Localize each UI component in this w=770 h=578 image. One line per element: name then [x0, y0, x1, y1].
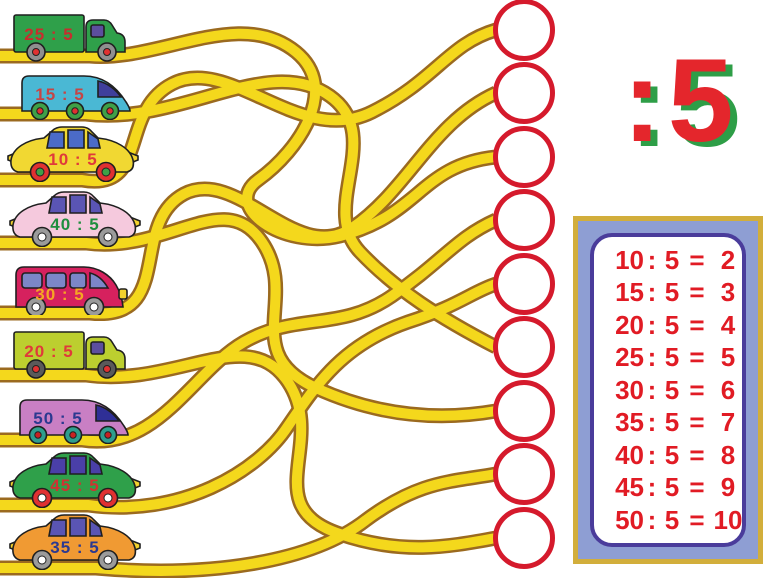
bus-window [21, 272, 43, 289]
table-row: 40:5=8 [615, 439, 736, 470]
windshield [89, 518, 103, 537]
vehicle-35-5[interactable]: 35 : 5 [8, 510, 142, 570]
headlight [118, 288, 128, 300]
vehicle-15-5[interactable]: 15 : 5 [18, 66, 134, 120]
vehicle-label: 40 : 5 [50, 215, 99, 234]
car-window [46, 131, 65, 149]
car-window [48, 457, 67, 475]
car-window [69, 517, 87, 537]
bus-window [45, 272, 67, 289]
page-title: :5 [583, 42, 770, 160]
table-row: 45:5=9 [615, 472, 736, 502]
table-row: 25:5=5 [615, 342, 736, 372]
answer-circle-7[interactable] [493, 380, 555, 442]
reference-table: 10:5=2 15:5=3 20:5=4 25:5=5 30:5=6 35:5=… [573, 216, 763, 564]
car-window [48, 519, 67, 537]
vehicle-label: 45 : 5 [50, 476, 99, 495]
table-row: 10:5=2 [615, 244, 736, 275]
car-window [67, 129, 85, 149]
vehicle-label: 25 : 5 [24, 25, 73, 44]
vehicle-50-5[interactable]: 50 : 5 [16, 390, 132, 444]
truck-window [90, 341, 105, 355]
bus-window [89, 271, 110, 289]
reference-table-inner: 10:5=2 15:5=3 20:5=4 25:5=5 30:5=6 35:5=… [590, 233, 746, 547]
vehicle-label: 15 : 5 [35, 85, 84, 104]
vehicle-30-5[interactable]: 30 : 5 [10, 259, 130, 315]
truck-window [97, 80, 123, 98]
answer-circle-4[interactable] [493, 189, 555, 251]
vehicle-45-5[interactable]: 45 : 5 [8, 448, 142, 508]
table-row: 20:5=4 [615, 309, 736, 340]
truck-window [95, 404, 121, 422]
answer-circle-6[interactable] [493, 316, 555, 378]
truck-window [90, 24, 105, 38]
vehicle-label: 20 : 5 [24, 342, 73, 361]
title-colon: : [622, 35, 668, 167]
table-row: 15:5=3 [615, 277, 736, 307]
vehicle-label: 50 : 5 [33, 409, 82, 428]
windshield [87, 130, 101, 149]
car-window [48, 196, 67, 214]
car-window [69, 455, 87, 475]
title-number: 5 [667, 35, 734, 167]
answer-circle-8[interactable] [493, 443, 555, 505]
vehicle-label: 10 : 5 [48, 150, 97, 169]
windshield [89, 456, 103, 475]
vehicle-label: 35 : 5 [50, 538, 99, 557]
answer-circle-5[interactable] [493, 253, 555, 315]
answer-circle-3[interactable] [493, 126, 555, 188]
bus-window [69, 272, 87, 289]
answer-circle-2[interactable] [493, 62, 555, 124]
vehicle-label: 30 : 5 [35, 285, 84, 304]
windshield [89, 195, 103, 214]
table-row: 50:5=10 [615, 504, 743, 535]
car-window [69, 194, 87, 214]
table-row: 35:5=7 [615, 407, 736, 437]
answer-circle-1[interactable] [493, 0, 555, 61]
answer-circle-9[interactable] [493, 507, 555, 569]
vehicle-25-5[interactable]: 25 : 5 [12, 8, 128, 62]
table-row: 30:5=6 [615, 374, 736, 405]
vehicle-40-5[interactable]: 40 : 5 [8, 187, 142, 247]
vehicle-20-5[interactable]: 20 : 5 [12, 325, 128, 379]
vehicle-10-5[interactable]: 10 : 5 [6, 122, 140, 182]
